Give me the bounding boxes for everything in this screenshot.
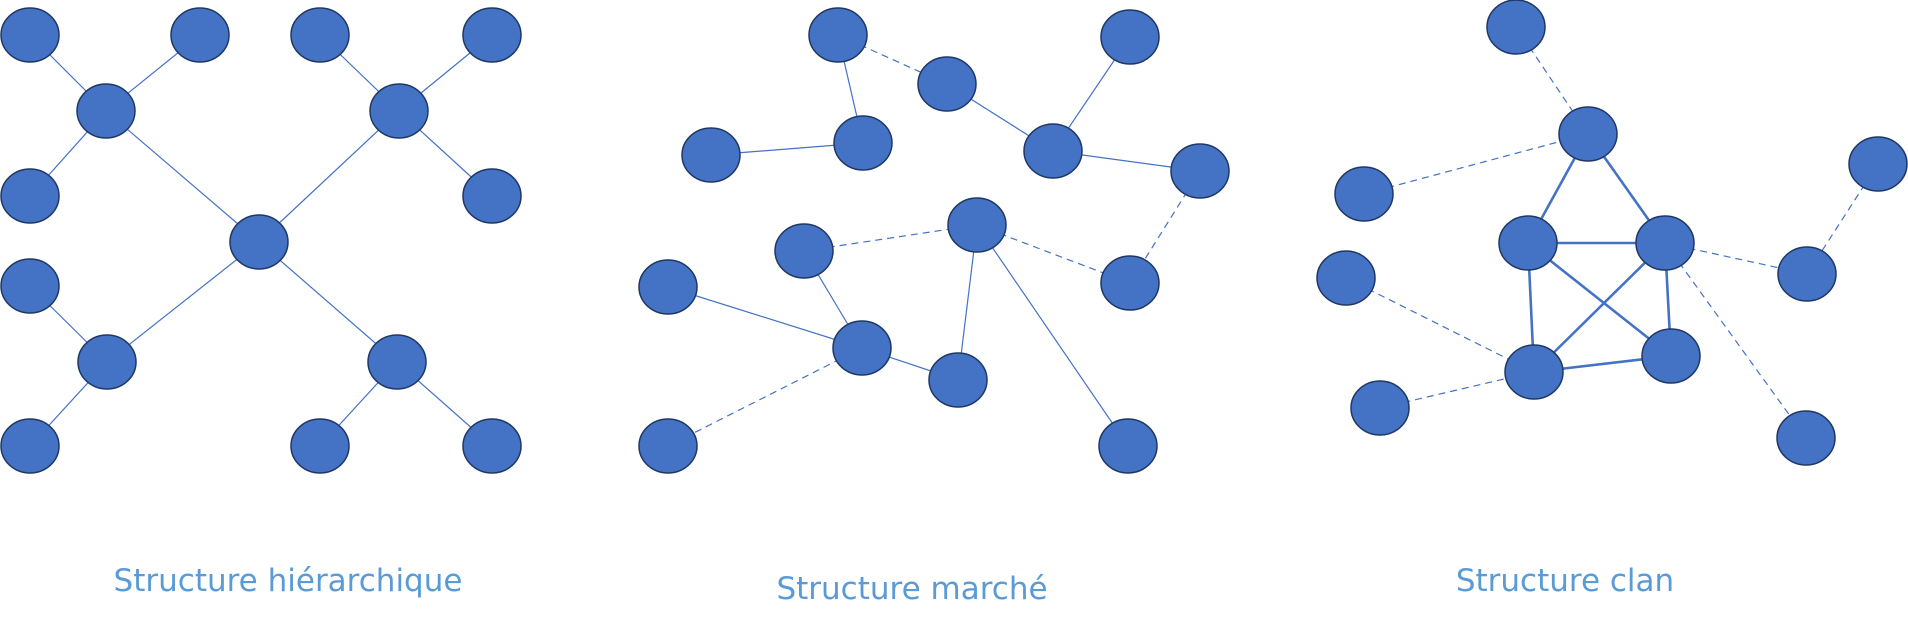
node-clan-c1: [1558, 106, 1618, 162]
node-marche-m2: [833, 115, 893, 171]
node-marche-m9: [638, 259, 698, 315]
edge-clan-c5-c6: [1345, 277, 1535, 373]
node-hierarchique-n1: [76, 83, 136, 139]
node-marche-m13: [928, 352, 988, 408]
node-hierarchique-n8: [290, 7, 350, 63]
label-structure-hierarchique: Structure hiérarchique: [113, 563, 463, 599]
edge-hierarchique-n0-n1: [105, 110, 260, 243]
node-hierarchique-n2: [369, 83, 429, 139]
node-marche-m6: [1170, 143, 1230, 199]
node-hierarchique-n3: [77, 334, 137, 390]
node-clan-c2: [1334, 166, 1394, 222]
node-marche-m12: [638, 418, 698, 474]
node-marche-m10: [832, 320, 892, 376]
node-marche-m11: [1100, 255, 1160, 311]
node-marche-m1: [917, 56, 977, 112]
node-hierarchique-n12: [0, 418, 60, 474]
node-clan-c0: [1486, 0, 1546, 55]
node-hierarchique-n0: [229, 214, 289, 270]
node-hierarchique-n6: [170, 7, 230, 63]
node-clan-c5: [1316, 250, 1376, 306]
node-hierarchique-n13: [290, 418, 350, 474]
node-clan-c11: [1776, 410, 1836, 466]
node-clan-c3: [1498, 215, 1558, 271]
node-clan-c10: [1777, 246, 1837, 302]
node-clan-c9: [1848, 136, 1908, 192]
edge-marche-m10-m12: [667, 347, 863, 447]
node-hierarchique-n14: [462, 418, 522, 474]
node-clan-c4: [1635, 215, 1695, 271]
edge-clan-c3-c7: [1527, 241, 1672, 358]
node-clan-c7: [1641, 328, 1701, 384]
label-structure-clan: Structure clan: [1455, 563, 1675, 599]
edge-hierarchique-n0-n3: [106, 241, 260, 363]
node-hierarchique-n5: [0, 7, 60, 63]
edge-marche-m8-m14: [976, 224, 1129, 447]
node-hierarchique-n10: [462, 168, 522, 224]
node-hierarchique-n7: [0, 168, 60, 224]
edge-marche-m9-m10: [667, 286, 863, 349]
edge-hierarchique-n0-n4: [258, 241, 398, 363]
label-structure-marche: Structure marché: [776, 571, 1048, 607]
edge-hierarchique-n0-n2: [258, 110, 400, 243]
nodes-layer: [0, 0, 1908, 474]
node-marche-m4: [1100, 9, 1160, 65]
node-marche-m14: [1098, 418, 1158, 474]
node-marche-m7: [774, 223, 834, 279]
edge-clan-c0-c1: [1515, 26, 1589, 135]
node-hierarchique-n4: [367, 334, 427, 390]
node-hierarchique-n11: [0, 258, 60, 314]
node-marche-m0: [808, 7, 868, 63]
node-marche-m5: [1023, 123, 1083, 179]
node-marche-m3: [681, 127, 741, 183]
edge-clan-c4-c11: [1664, 242, 1807, 439]
node-marche-m8: [947, 197, 1007, 253]
node-hierarchique-n9: [462, 7, 522, 63]
node-clan-c8: [1350, 380, 1410, 436]
node-clan-c6: [1504, 344, 1564, 400]
edge-clan-c2-c1: [1363, 133, 1589, 195]
edge-clan-c4-c6: [1533, 242, 1666, 373]
